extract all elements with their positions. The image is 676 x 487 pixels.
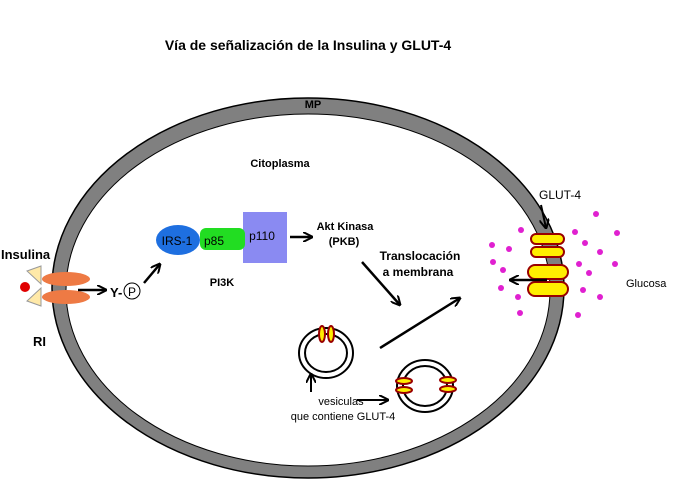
phosphotyrosine-label: Y-	[110, 285, 122, 300]
vesicle-2-transporter-right-upper	[439, 376, 457, 384]
vesicle-1-transporter-right	[327, 325, 335, 343]
glucose-label: Glucosa	[626, 278, 667, 290]
arrow-akt-to-translocation	[361, 261, 400, 305]
insulin-receptor	[20, 265, 90, 307]
receptor-label: RI	[33, 334, 46, 349]
arrow-vesicles-to-membrane	[379, 298, 460, 350]
pi3k-label: PI3K	[210, 277, 235, 289]
irs1-oval	[156, 225, 200, 255]
vesicle-1-transporter-left	[318, 325, 326, 343]
p110-label: p110	[249, 229, 275, 243]
vesicle-2-transporter-right-lower	[439, 385, 457, 393]
vesicle-2-transporter-upper	[395, 377, 413, 385]
vesicle-2-transporter-lower	[395, 386, 413, 394]
cytoplasm-label: Citoplasma	[250, 158, 310, 170]
receptor-wedge-top	[26, 265, 42, 286]
translocation-label-line2: a membrana	[383, 265, 454, 279]
insulin-molecule	[20, 282, 30, 292]
insulin-label: Insulina	[1, 247, 51, 262]
p85-box	[200, 228, 245, 250]
diagram-title: Vía de señalización de la Insulina y GLU…	[165, 37, 452, 53]
membrane-label: MP	[305, 99, 322, 111]
receptor-intracellular-lower	[42, 290, 90, 304]
akt-label-line2: (PKB)	[329, 236, 360, 248]
p110-box	[243, 212, 287, 263]
vesicles-label-line2: que contiene GLUT-4	[291, 411, 396, 423]
arrow-to-glut4	[541, 204, 546, 228]
translocation-label-line1: Translocación	[380, 249, 461, 263]
receptor-wedge-bottom	[26, 286, 42, 307]
akt-label-line1: Akt Kinasa	[317, 221, 375, 233]
phosphate-label: P	[128, 285, 136, 299]
p85-label: p85	[204, 234, 224, 248]
glut4-vesicle-2	[395, 359, 457, 413]
irs1-label: IRS-1	[162, 234, 193, 248]
receptor-intracellular-upper	[42, 272, 90, 286]
arrow-phospho-to-irs1	[143, 264, 160, 284]
glucose-molecules	[489, 211, 620, 318]
phosphate-circle	[123, 282, 141, 300]
vesicles-label-line1: vesiculas	[318, 396, 364, 408]
glut4-label: GLUT-4	[539, 188, 581, 202]
glut4-membrane-transporter	[527, 233, 569, 297]
glut4-vesicle-1	[298, 325, 354, 379]
